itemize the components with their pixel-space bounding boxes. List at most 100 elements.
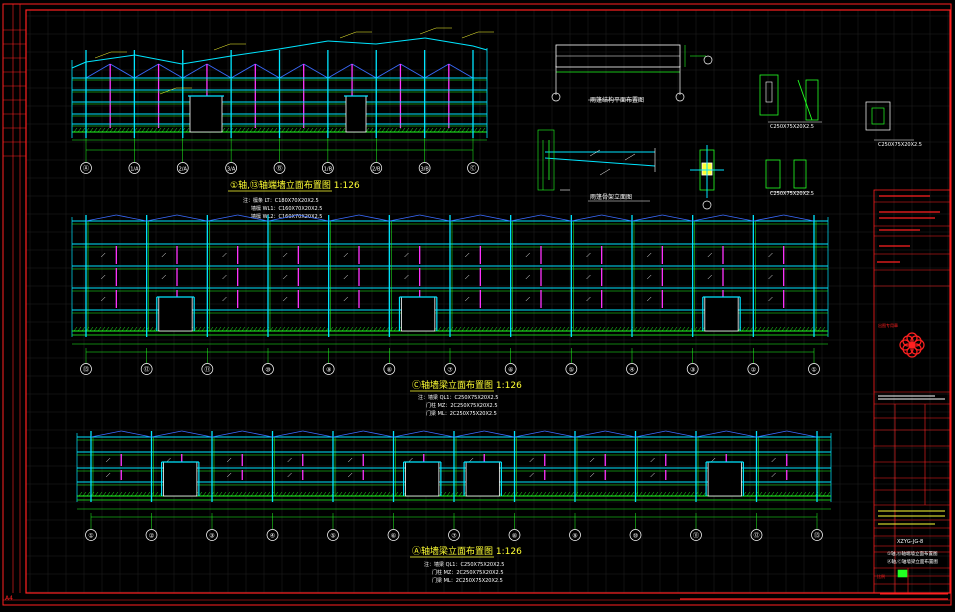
- base-hatch: [213, 326, 218, 332]
- base-hatch: [489, 326, 494, 332]
- axis-bubble: [703, 55, 713, 65]
- base-hatch: [538, 491, 543, 497]
- base-hatch: [345, 326, 350, 332]
- base-hatch: [298, 491, 303, 497]
- base-hatch: [605, 326, 610, 332]
- base-hatch: [810, 491, 815, 497]
- base-hatch: [473, 127, 478, 133]
- truss-diagonal: [158, 63, 183, 79]
- axis-bubble-circle: [690, 529, 702, 541]
- base-hatch: [602, 491, 607, 497]
- base-hatch: [353, 326, 358, 332]
- base-hatch: [293, 127, 298, 133]
- axis-bubble: ④: [629, 367, 634, 374]
- roof-brace: [211, 430, 243, 438]
- roof-brace: [181, 430, 213, 438]
- base-hatch: [578, 491, 583, 497]
- base-hatch: [566, 491, 571, 497]
- base-hatch: [650, 491, 655, 497]
- base-hatch: [246, 491, 251, 497]
- base-hatch: [278, 491, 283, 497]
- a-axis-note-1: 注：墙梁 QL1：C250X75X20X2.5: [424, 561, 504, 568]
- title-block-mark: [897, 569, 908, 578]
- axis-bubble-circle: [85, 529, 97, 541]
- canopy-details: [537, 44, 914, 210]
- base-hatch: [425, 127, 430, 133]
- base-hatch: [154, 491, 159, 497]
- truss-diagonal: [109, 63, 135, 79]
- base-hatch: [157, 127, 162, 133]
- base-hatch: [313, 127, 318, 133]
- base-hatch: [469, 326, 474, 332]
- base-hatch: [314, 491, 319, 497]
- girt-mark: [404, 274, 409, 280]
- base-hatch: [261, 326, 266, 332]
- base-hatch: [769, 326, 774, 332]
- base-hatch: [393, 127, 398, 133]
- base-hatch: [534, 491, 539, 497]
- axis-bubble-circle: [176, 162, 189, 174]
- section-detail-inner: [871, 107, 885, 125]
- base-hatch: [129, 326, 134, 332]
- roof-brace: [151, 430, 182, 438]
- base-hatch: [385, 326, 390, 332]
- girt-mark: [707, 274, 713, 280]
- roof-line: [278, 40, 329, 50]
- base-hatch: [745, 326, 750, 332]
- roof-brace: [722, 214, 754, 222]
- base-hatch: [102, 491, 107, 497]
- axis-bubble-circle: [387, 529, 400, 541]
- base-hatch: [465, 326, 470, 332]
- base-hatch: [214, 491, 219, 497]
- roof-brace: [237, 214, 269, 222]
- axis-bubble: ⑫: [144, 366, 150, 374]
- roof-brace: [695, 430, 727, 438]
- c-axis-title: Ⓒ轴墙梁立面布置图 1:126: [412, 379, 522, 391]
- roof-brace: [756, 430, 787, 438]
- base-hatch: [381, 326, 386, 332]
- base-hatch: [653, 326, 658, 332]
- base-hatch: [262, 491, 267, 497]
- girt-mark: [768, 296, 773, 302]
- base-hatch: [597, 326, 602, 332]
- c-axis-note-1: 注：墙梁 QL1：C250X75X20X2.5: [418, 394, 498, 401]
- axis-bubble-circle: [626, 363, 638, 375]
- base-hatch: [690, 491, 695, 497]
- base-hatch: [326, 491, 331, 497]
- door-opening: [707, 461, 742, 497]
- base-hatch: [254, 491, 259, 497]
- base-hatch: [149, 127, 154, 133]
- axis-bubble-circle: [629, 529, 642, 541]
- base-hatch: [229, 326, 234, 332]
- base-hatch: [309, 127, 314, 133]
- roof-brace: [453, 430, 485, 438]
- a-axis-title: Ⓐ轴墙梁立面布置图 1:126: [412, 545, 522, 557]
- axis-bubble: ③: [209, 533, 214, 540]
- roof-line: [71, 61, 87, 69]
- girt-mark: [100, 296, 106, 302]
- base-hatch: [126, 491, 131, 497]
- base-hatch: [802, 491, 807, 497]
- base-hatch: [798, 491, 803, 497]
- base-hatch: [82, 491, 87, 497]
- base-hatch: [626, 491, 631, 497]
- roof-brace: [665, 430, 697, 438]
- base-hatch: [473, 326, 478, 332]
- roof-brace: [302, 430, 334, 438]
- base-hatch: [114, 491, 119, 497]
- base-hatch: [101, 127, 106, 133]
- base-hatch: [622, 491, 627, 497]
- base-hatch: [805, 326, 810, 332]
- leader-line: [589, 149, 601, 157]
- truss-diagonal: [230, 63, 256, 79]
- base-hatch: [113, 127, 118, 133]
- axis-bubble-circle: [201, 363, 214, 375]
- base-hatch: [334, 491, 339, 497]
- girt-mark: [707, 252, 713, 258]
- detail-label-2: C250X75X20X2.5: [878, 142, 922, 148]
- base-hatch: [202, 491, 207, 497]
- roof-brace: [783, 214, 815, 222]
- door-opening: [405, 461, 440, 497]
- base-hatch: [389, 127, 394, 133]
